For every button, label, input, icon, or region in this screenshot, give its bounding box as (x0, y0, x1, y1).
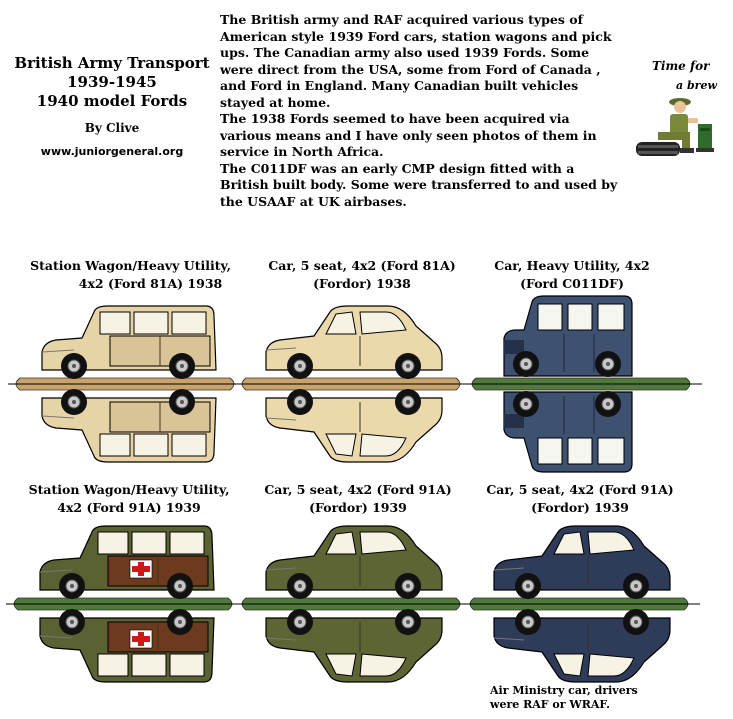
caption-utility-c011df: Car, Heavy Utility, 4x2 (Ford C011DF) (494, 258, 650, 291)
vehicle-side-view (265, 525, 443, 599)
vehicle-row-1 (8, 295, 702, 473)
vehicle-side-view (265, 305, 443, 379)
intro-paragraph-2: The 1938 Fords seemed to have been acqui… (220, 111, 597, 159)
vehicle-row-2 (6, 525, 700, 683)
site-link[interactable]: www.juniorgeneral.org (40, 145, 184, 158)
brew-caption-line-2: a brew (676, 79, 717, 92)
vehicle-counter-2 (234, 305, 472, 463)
intro-text: The British army and RAF acquired variou… (220, 12, 620, 210)
intro-paragraph-3: The C011DF was an early CMP design fitte… (220, 160, 618, 209)
vehicle-counter-5 (234, 525, 472, 683)
page-title: British Army Transport 1939-1945 1940 mo… (8, 54, 216, 111)
vehicle-side-view (493, 525, 671, 599)
title-line-3: 1940 model Fords (36, 92, 188, 110)
caption-car-81a: Car, 5 seat, 4x2 (Ford 81A) (Fordor) 193… (268, 258, 456, 291)
brew-cartoon: Time for a brew (628, 52, 728, 164)
vehicle-side-view-mirrored (265, 389, 443, 463)
vehicle-side-view-mirrored (41, 389, 217, 463)
intro-paragraph-1: The British army and RAF acquired variou… (220, 12, 612, 110)
vehicle-counter-4 (6, 525, 244, 683)
vehicle-counter-1 (8, 305, 246, 463)
vehicle-side-view (39, 525, 215, 599)
vehicle-side-view-mirrored (265, 609, 443, 683)
caption-car-91a-green: Car, 5 seat, 4x2 (Ford 91A) (Fordor) 193… (264, 482, 452, 515)
byline: By Clive (84, 121, 140, 135)
vehicle-counter-6 (462, 525, 700, 683)
title-line-2: 1939-1945 (67, 73, 157, 91)
vehicle-counter-3 (464, 295, 702, 473)
vehicle-side-view (503, 295, 633, 377)
vehicle-side-view-mirrored (39, 609, 215, 683)
footnote: Air Ministry car, drivers were RAF or WR… (490, 684, 638, 711)
soldier-brew-icon: Time for a brew (636, 59, 717, 156)
vehicle-side-view (41, 305, 217, 379)
vehicle-side-view-mirrored (503, 391, 633, 473)
caption-station-wagon-91a: Station Wagon/Heavy Utility, 4x2 (Ford 9… (28, 482, 230, 515)
caption-car-91a-blue: Car, 5 seat, 4x2 (Ford 91A) (Fordor) 193… (486, 482, 674, 515)
vehicle-side-view-mirrored (493, 609, 671, 683)
title-line-1: British Army Transport (14, 54, 210, 72)
brew-caption-line-1: Time for (652, 59, 711, 73)
caption-station-wagon-81a: Station Wagon/Heavy Utility, 4x2 (Ford 8… (30, 258, 231, 291)
